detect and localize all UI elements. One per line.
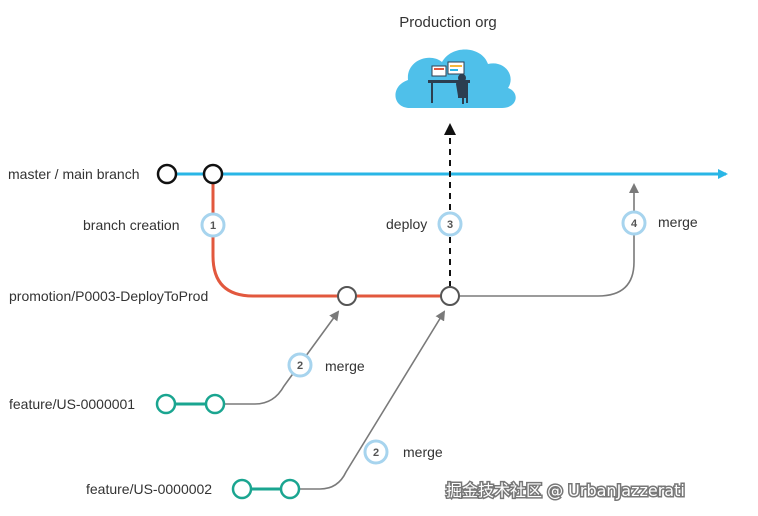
merge-feature2-label: merge (403, 444, 443, 460)
cloud-icon (395, 49, 516, 108)
svg-text:2: 2 (297, 360, 303, 372)
promotion-merge-commit (337, 286, 357, 306)
step-badge-merge-feature1: 2 (287, 352, 313, 378)
svg-text:2: 2 (373, 447, 379, 459)
step-badge-branch-creation: 1 (200, 212, 226, 238)
watermark: 掘金技术社区 @ UrbanJazzerati (446, 481, 685, 500)
feature2-merge-line (299, 310, 446, 490)
step-badge-merge-master: 4 (621, 210, 647, 236)
feature1-merge-line (224, 310, 340, 405)
feature1-branch-label: feature/US-0000001 (9, 396, 135, 412)
feature1-commit-b (204, 393, 226, 415)
merge-feature1-label: merge (325, 358, 365, 374)
feature1-commit-a (155, 393, 177, 415)
promotion-branch-line (211, 183, 441, 298)
promotion-deploy-commit (440, 286, 460, 306)
svg-text:3: 3 (447, 219, 453, 231)
step-badge-merge-feature2: 2 (363, 439, 389, 465)
branch-creation-label: branch creation (83, 217, 180, 233)
master-branch-label: master / main branch (8, 166, 140, 182)
merge-to-master-line (459, 183, 639, 297)
master-commit-start (156, 163, 178, 185)
merge-master-label: merge (658, 214, 698, 230)
promotion-branch-label: promotion/P0003-DeployToProd (9, 288, 208, 304)
step-badge-deploy: 3 (437, 211, 463, 237)
master-commit-branch-point (202, 163, 224, 185)
feature2-branch-label: feature/US-0000002 (86, 481, 212, 497)
page-title: Production org (399, 14, 497, 31)
svg-text:4: 4 (631, 218, 638, 230)
svg-text:1: 1 (210, 220, 216, 232)
deploy-label: deploy (386, 216, 427, 232)
feature2-commit-a (231, 478, 253, 500)
feature2-commit-b (279, 478, 301, 500)
